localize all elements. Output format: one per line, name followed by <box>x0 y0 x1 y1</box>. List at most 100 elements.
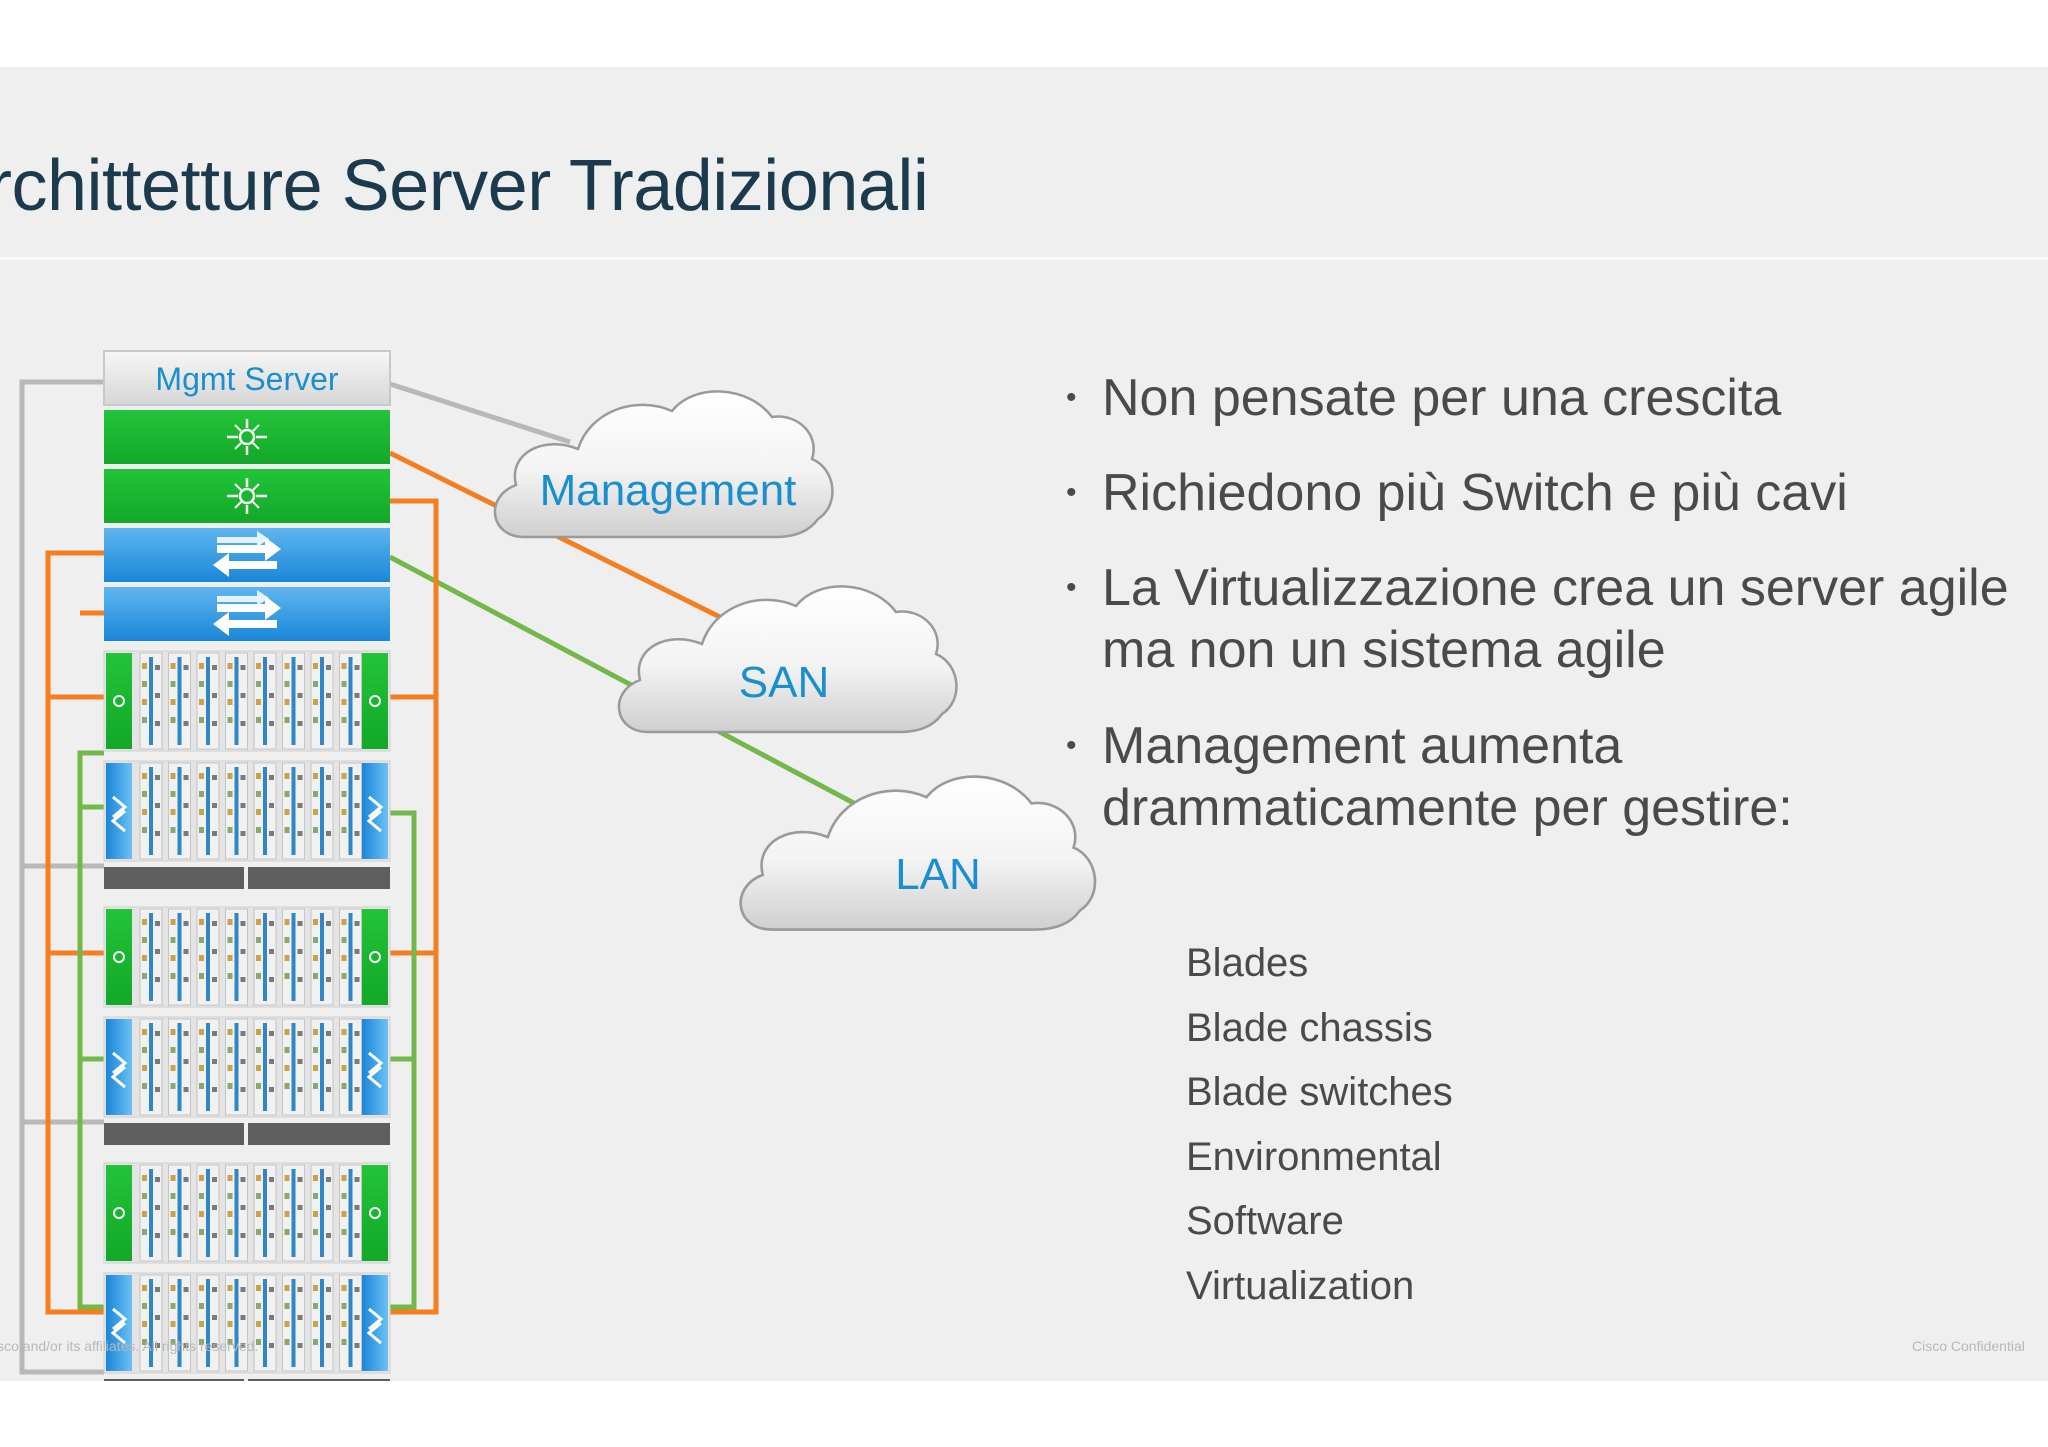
mgmt-server-label: Mgmt Server <box>155 361 338 397</box>
blade-server <box>225 1164 248 1262</box>
blade-server <box>339 652 362 750</box>
bullet-text: Non pensate per una crescita <box>1102 369 1782 427</box>
blade-server <box>310 908 334 1006</box>
blade-server <box>310 1274 334 1372</box>
blade-server <box>282 762 305 860</box>
management-link <box>388 450 742 630</box>
blade-server <box>339 1164 362 1262</box>
fc-module-right <box>362 1165 388 1261</box>
fc-port-icon <box>113 695 125 707</box>
slide-title: rchittetture Server Tradizionali <box>0 146 929 226</box>
managed-item: Virtualization <box>1186 1263 1415 1308</box>
bullet-text-line2: ma non un sistema agile <box>1102 621 1666 679</box>
blade-server <box>282 652 305 750</box>
blade-server <box>339 1018 362 1116</box>
bullet-dot: • <box>1066 729 1077 762</box>
blade-server <box>339 1274 362 1372</box>
ethernet-port-icon <box>366 1307 384 1345</box>
blade-server <box>139 908 163 1006</box>
blade-server <box>339 762 362 860</box>
bullet-text-line2: drammaticamente per gestire: <box>1102 779 1793 837</box>
blade-server <box>310 1164 334 1262</box>
blade-server <box>168 652 191 750</box>
chassis-base-right <box>248 1123 390 1145</box>
blade-server <box>196 652 220 750</box>
blade-chassis <box>103 650 391 889</box>
network-diagram: Mgmt Server Management SAN <box>19 350 1097 1381</box>
ethernet-port-icon <box>366 1051 384 1089</box>
fc-port-icon <box>113 1207 125 1219</box>
blade-server <box>253 1164 277 1262</box>
blade-server <box>196 908 220 1006</box>
chassis-base-right <box>248 867 390 889</box>
fc-port-icon <box>369 951 381 963</box>
managed-item: Software <box>1186 1199 1344 1243</box>
blade-server <box>139 652 163 750</box>
blade-server <box>139 1274 163 1372</box>
bullet-item: • La Virtualizzazione crea un server agi… <box>1066 557 2009 681</box>
blade-server <box>139 762 163 860</box>
blade-server <box>168 1274 191 1372</box>
blade-server <box>253 652 277 750</box>
blade-server <box>310 762 334 860</box>
bullet-text-line1: Management aumenta <box>1102 717 1623 775</box>
mgmt-server: Mgmt Server <box>103 350 391 406</box>
blade-chassis-stack <box>103 650 391 1381</box>
blade-server <box>168 908 191 1006</box>
blade-server <box>225 908 248 1006</box>
blade-server <box>282 1164 305 1262</box>
blade-server <box>225 1018 248 1116</box>
copyright-footer: isco and/or its affiliates. All rights r… <box>0 1338 259 1354</box>
fc-switch <box>104 410 390 464</box>
fc-module-right <box>362 909 388 1005</box>
cloud-lan-label: LAN <box>895 850 981 899</box>
blade-server <box>168 762 191 860</box>
chassis-base-left <box>104 867 244 889</box>
blade-server <box>168 1018 191 1116</box>
cloud-san: SAN <box>617 585 958 734</box>
blade-server <box>253 1018 277 1116</box>
chassis-base-right <box>248 1379 390 1381</box>
managed-item: Environmental <box>1186 1134 1442 1179</box>
blade-server <box>196 762 220 860</box>
blade-server <box>139 1018 163 1116</box>
ethernet-port-icon <box>110 1051 128 1089</box>
fc-module-left <box>106 653 132 749</box>
confidential-footer: Cisco Confidential <box>1912 1338 2025 1354</box>
bullet-text-line1: La Virtualizzazione crea un server agile <box>1102 559 2009 617</box>
blade-server <box>282 908 305 1006</box>
bullet-dot: • <box>1066 381 1077 414</box>
blade-server <box>310 1018 334 1116</box>
managed-item: Blade chassis <box>1186 1005 1433 1050</box>
blade-server <box>225 762 248 860</box>
cloud-management: Management <box>493 390 834 539</box>
chassis-base-left <box>104 1123 244 1145</box>
title-divider <box>0 257 2048 260</box>
fc-port-icon <box>369 695 381 707</box>
ethernet-port-icon <box>366 795 384 833</box>
bullet-text: Richiedono più Switch e più cavi <box>1102 464 1848 522</box>
rack-cabling <box>19 379 439 1375</box>
blade-chassis <box>103 1162 391 1381</box>
blade-server <box>282 1018 305 1116</box>
blade-server <box>282 1274 305 1372</box>
fc-port-icon <box>113 951 125 963</box>
slide: rchittetture Server Tradizionali <box>0 67 2048 1381</box>
blade-server <box>196 1274 220 1372</box>
cloud-management-label: Management <box>540 466 797 515</box>
ethernet-port-icon <box>110 795 128 833</box>
blade-server <box>139 1164 163 1262</box>
fc-switch <box>104 469 390 523</box>
blade-server <box>168 1164 191 1262</box>
fc-module-left <box>106 909 132 1005</box>
managed-item: Blades <box>1186 941 1309 985</box>
blade-server <box>310 652 334 750</box>
blade-server <box>196 1018 220 1116</box>
blade-server <box>225 1274 248 1372</box>
fc-module-left <box>106 1165 132 1261</box>
managed-items-list: Blades Blade chassis Blade switches Envi… <box>1186 935 1453 1322</box>
cloud-lan: LAN <box>739 775 1097 931</box>
fc-port-icon <box>369 1207 381 1219</box>
blade-server <box>253 908 277 1006</box>
bullet-item: • Non pensate per una crescita <box>1066 367 1782 429</box>
